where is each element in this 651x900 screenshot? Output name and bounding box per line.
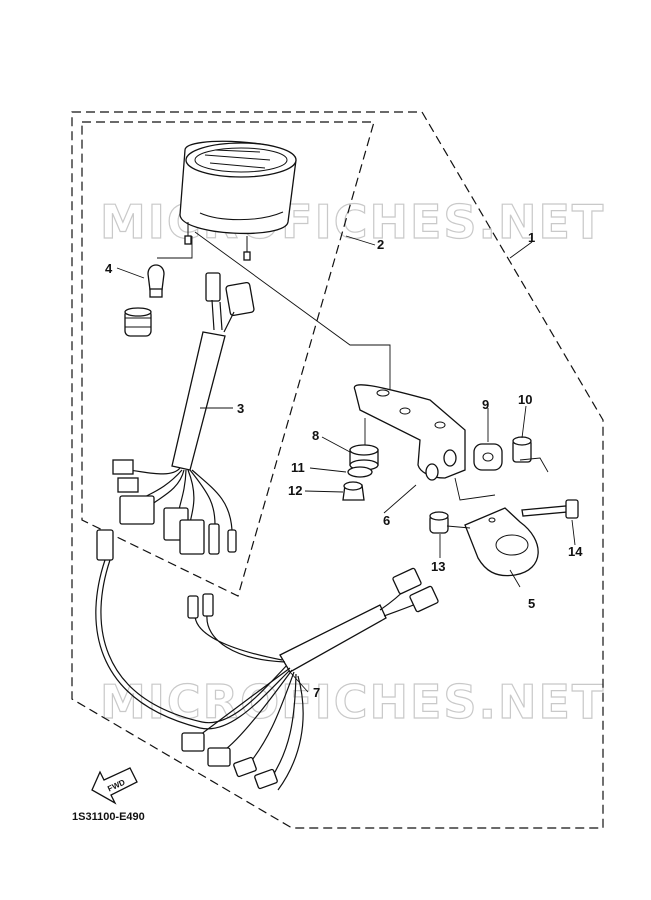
wire-harness [95, 529, 439, 791]
meter-bracket [353, 384, 466, 481]
nut [342, 481, 365, 501]
diagram-code: 1S31100-E490 [72, 811, 145, 823]
collar-bolt [429, 511, 449, 534]
collar [512, 436, 532, 463]
callout-3: 3 [237, 401, 244, 416]
grommet [124, 307, 152, 337]
callout-2: 2 [377, 237, 384, 252]
callout-10: 10 [518, 392, 532, 407]
callout-12: 12 [288, 483, 302, 498]
meter-assembly [179, 140, 297, 261]
clamp [464, 507, 539, 577]
bolt [521, 499, 579, 519]
bulb [147, 264, 165, 298]
callout-8: 8 [312, 428, 319, 443]
callout-7: 7 [313, 685, 320, 700]
callout-6: 6 [383, 513, 390, 528]
callout-9: 9 [482, 397, 489, 412]
callout-11: 11 [291, 460, 305, 475]
fwd-arrow: FWD [91, 767, 138, 805]
callout-13: 13 [431, 559, 445, 574]
washer [347, 466, 373, 478]
callout-1: 1 [528, 230, 535, 245]
rubber-damper [473, 443, 503, 471]
callout-14: 14 [568, 544, 583, 559]
meter-harness [112, 272, 255, 555]
callout-leaders [116, 235, 576, 693]
group-2-boundary [81, 121, 375, 597]
damper [349, 444, 379, 471]
assembly-lines [157, 231, 549, 529]
callout-5: 5 [528, 596, 535, 611]
callout-4: 4 [105, 261, 113, 276]
watermark-bottom: MICROFICHES.NET [100, 675, 605, 729]
group-1-boundary [71, 111, 604, 829]
